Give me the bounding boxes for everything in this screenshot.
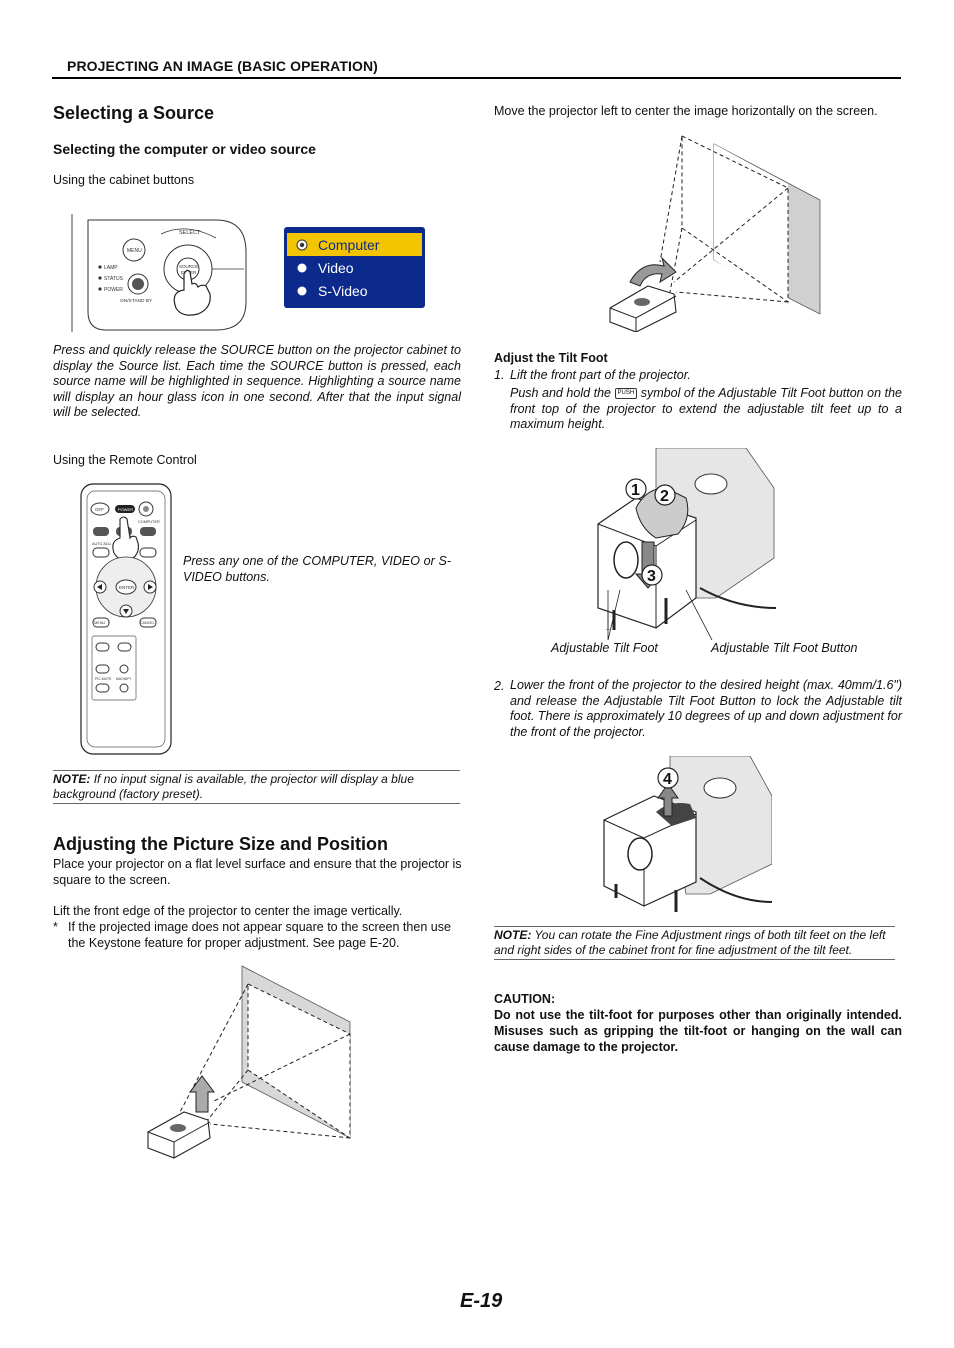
label-menu: MENU <box>127 248 142 254</box>
step1-text: Lift the front part of the projector. <box>510 368 691 382</box>
label-lamp: LAMP <box>104 265 118 271</box>
remote-pic-mute: PIC-MUTE <box>95 677 112 681</box>
vertical-projection-illustration <box>147 965 351 1159</box>
note-left: NOTE: If no input signal is available, t… <box>53 770 460 804</box>
step1-number: 1. <box>494 368 505 382</box>
tilt-foot-illustration: 1 2 3 <box>597 448 776 630</box>
subtitle-computer-video-source: Selecting the computer or video source <box>53 141 316 157</box>
menu-item-computer: Computer <box>318 237 380 253</box>
remote-power: POWER <box>118 507 133 512</box>
note-right: NOTE: You can rotate the Fine Adjustment… <box>494 926 895 960</box>
callout-1: 1 <box>631 482 640 499</box>
cabinet-panel-illustration: SELECT MENU LAMP STATUS POWER ON/STAND B… <box>71 214 247 332</box>
remote-computer: COMPUTER <box>138 520 160 524</box>
callout-2: 2 <box>660 488 669 505</box>
label-source: SOURCE <box>179 264 198 269</box>
step2-text: Lower the front of the projector to the … <box>510 678 902 739</box>
header-rule <box>52 77 901 79</box>
remote-auto-adj: AUTO ADJ. <box>92 542 112 546</box>
label-adjustable-tilt-foot: Adjustable Tilt Foot <box>551 641 658 655</box>
move-projector-text: Move the projector left to center the im… <box>494 104 878 118</box>
cabinet-instructions: Press and quickly release the SOURCE but… <box>53 343 461 419</box>
label-select: SELECT <box>179 230 201 236</box>
remote-instructions: Press any one of the COMPUTER, VIDEO or … <box>183 554 451 584</box>
menu-item-s-video: S-Video <box>318 283 368 299</box>
push-text-before: Push and hold the <box>510 386 611 400</box>
tilt-foot-lock-illustration: 4 <box>603 756 772 912</box>
remote-off: OFF <box>95 507 104 512</box>
callout-3: 3 <box>647 568 656 585</box>
remote-magnify: MAGNIFY <box>116 677 132 681</box>
note-right-text: You can rotate the Fine Adjustment rings… <box>494 928 886 957</box>
label-leader-lines <box>607 590 713 641</box>
title-selecting-source: Selecting a Source <box>53 103 215 123</box>
adjust-paragraph-1: Place your projector on a flat level sur… <box>53 857 462 887</box>
note-left-text: If no input signal is available, the pro… <box>53 772 414 801</box>
push-text-after: symbol of the Adjustable Tilt Foot butto… <box>510 386 902 431</box>
remote-enter: ENTER <box>119 585 135 590</box>
step2-number: 2. <box>494 679 505 693</box>
tilt-title: Adjust the Tilt Foot <box>494 351 608 365</box>
remote-cancel: CANCEL <box>140 621 155 625</box>
remote-menu: MENU <box>94 621 105 625</box>
label-adjustable-tilt-foot-button: Adjustable Tilt Foot Button <box>711 641 858 655</box>
push-symbol-icon: PUSH <box>614 388 638 400</box>
label-power: POWER <box>104 287 123 293</box>
caution-text: Do not use the tilt-foot for purposes ot… <box>494 1008 902 1054</box>
cabinet-buttons-label: Using the cabinet buttons <box>53 173 195 187</box>
remote-control-illustration: OFF POWER COMPUTER AUTO ADJ. ENTER MENU … <box>80 483 172 755</box>
remote-control-label: Using the Remote Control <box>53 453 197 467</box>
label-on-standby: ON/STAND BY <box>120 298 153 304</box>
section-header: PROJECTING AN IMAGE (BASIC OPERATION) <box>67 58 378 74</box>
callout-4: 4 <box>663 771 672 788</box>
menu-item-video: Video <box>318 260 354 276</box>
note-right-label: NOTE: <box>494 928 532 942</box>
caution-title: CAUTION: <box>494 992 556 1006</box>
horizontal-projection-illustration <box>609 135 821 332</box>
title-adjusting-picture: Adjusting the Picture Size and Position <box>53 834 389 854</box>
adjust-bullet-mark: * <box>53 920 58 934</box>
adjust-bullet-text: If the projected image does not appear s… <box>68 920 451 950</box>
note-left-label: NOTE: <box>53 772 91 786</box>
page-number: E-19 <box>460 1290 503 1312</box>
push-instructions: Push and hold the PUSH symbol of the Adj… <box>510 386 902 433</box>
source-menu-screen: Computer Video S-Video <box>284 227 425 308</box>
adjust-paragraph-2: Lift the front edge of the projector to … <box>53 904 403 918</box>
label-status: STATUS <box>104 276 124 282</box>
